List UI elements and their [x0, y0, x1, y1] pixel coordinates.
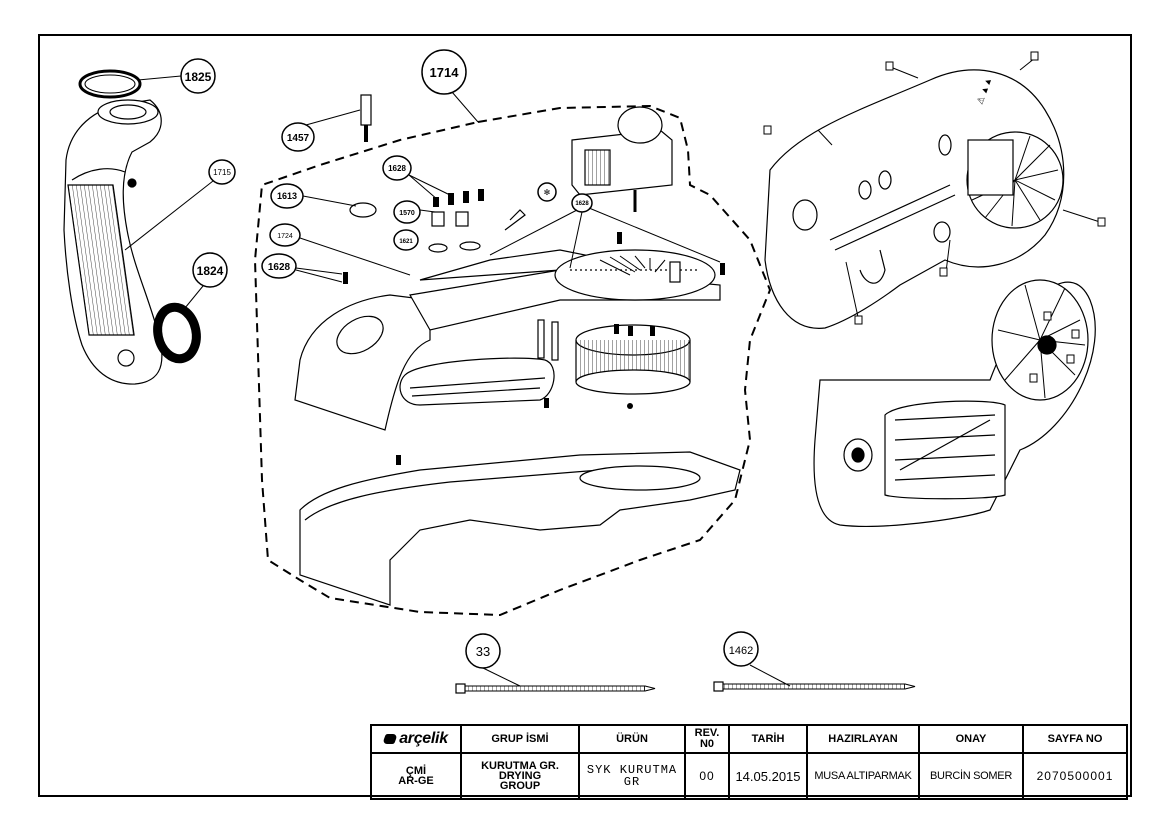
callout-1457: 1457 [287, 133, 310, 144]
cable-tie-33 [455, 683, 656, 694]
callout-1824: 1824 [197, 264, 224, 278]
leader-lines [124, 57, 1101, 687]
callout-1462: 1462 [729, 645, 753, 657]
callout-1825: 1825 [185, 70, 212, 84]
drying-channel-assembly [294, 94, 741, 606]
callout-bubbles [180, 49, 759, 669]
callout-1628-top: 1628 [388, 164, 406, 173]
callout-1724: 1724 [277, 233, 293, 240]
fan-housing-top-view: ⚠ ▲▲ [764, 69, 1065, 329]
callout-1628-left: 1628 [268, 262, 291, 273]
callout-33: 33 [476, 644, 490, 659]
prepared-by-cell: MUSA ALTIPARMAK [806, 752, 920, 800]
cable-tie-1462 [713, 681, 916, 692]
header-group-name: GRUP İSMİ [460, 724, 580, 754]
svg-text:✻: ✻ [544, 188, 551, 197]
gasket-1824 [153, 302, 201, 364]
callout-1570: 1570 [399, 210, 415, 217]
screws [343, 189, 725, 465]
page-no-cell: 2070500001 [1022, 752, 1128, 800]
company-logo: arçelik [370, 724, 462, 754]
reference-tags [763, 51, 1106, 383]
callout-1613: 1613 [277, 191, 297, 201]
date-cell: 14.05.2015 [728, 752, 808, 800]
callout-1715: 1715 [213, 168, 231, 177]
callout-1628-right: 1628 [575, 201, 589, 207]
title-block: arçelik GRUP İSMİ ÜRÜN REV.N0 TARİH HAZI… [370, 724, 1128, 800]
header-product: ÜRÜN [578, 724, 686, 754]
header-rev: REV.N0 [684, 724, 730, 754]
header-prepared-by: HAZIRLAYAN [806, 724, 920, 754]
header-approval: ONAY [918, 724, 1024, 754]
seal-ring-1825 [78, 69, 142, 99]
fan-housing-bottom-view [813, 279, 1096, 527]
air-duct-part [63, 99, 163, 385]
callout-1714: 1714 [430, 65, 460, 80]
assembly-boundary-1714 [253, 104, 772, 617]
approval-cell: BURCİN SOMER [918, 752, 1024, 800]
header-page-no: SAYFA NO [1022, 724, 1128, 754]
callout-1621: 1621 [399, 239, 413, 245]
header-date: TARİH [728, 724, 808, 754]
rev-cell: 00 [684, 752, 730, 800]
